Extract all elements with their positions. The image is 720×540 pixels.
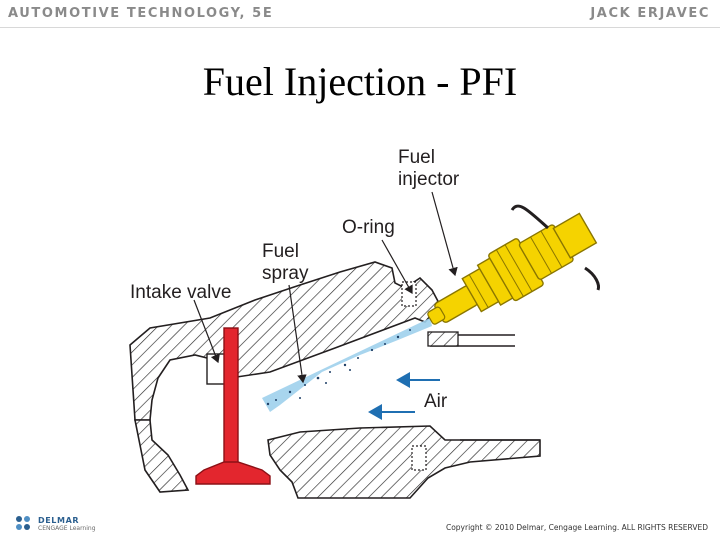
leader-line-fuel-spray <box>288 284 307 384</box>
publisher-logo: DELMAR CENGAGE Learning <box>14 514 96 534</box>
logo-subtitle: CENGAGE Learning <box>38 524 96 532</box>
cylinder-head-left-wall <box>134 419 190 493</box>
slide-title: Fuel Injection - PFI <box>202 59 518 104</box>
fuel-spray-cone <box>262 318 432 412</box>
label-intake-valve: Intake valve <box>130 282 231 303</box>
lower-manifold-gasket <box>411 445 427 471</box>
header-author: JACK ERJAVEC <box>590 6 710 21</box>
leader-line-intake-valve <box>193 299 220 364</box>
injector-boss <box>427 331 459 347</box>
leader-line-fuel-injector <box>431 191 458 277</box>
header-course-title: AUTOMOTIVE TECHNOLOGY, 5E <box>8 6 274 21</box>
intake-valve <box>195 327 271 485</box>
delmar-logo-icon <box>16 516 30 530</box>
valve-guide-opening <box>206 353 226 385</box>
label-fuel-spray-line2: spray <box>262 263 309 284</box>
fuel-spray-droplets <box>266 329 411 406</box>
header-divider <box>0 27 720 28</box>
logo-name: DELMAR <box>38 515 80 525</box>
label-air: Air <box>424 391 448 412</box>
copyright-notice: Copyright © 2010 Delmar, Cengage Learnin… <box>445 523 708 532</box>
label-o-ring: O-ring <box>342 217 395 238</box>
intake-runner-lower-wall <box>267 425 541 499</box>
label-fuel-spray-line1: Fuel <box>262 241 299 262</box>
injector-wire <box>510 204 550 230</box>
label-fuel-injector-line1: Fuel <box>398 147 435 168</box>
injector-wire <box>584 266 600 291</box>
fuel-injector <box>427 212 598 325</box>
injector-seal <box>401 281 417 307</box>
label-fuel-injector-line2: injector <box>398 169 460 190</box>
leader-line-o-ring <box>381 239 413 295</box>
